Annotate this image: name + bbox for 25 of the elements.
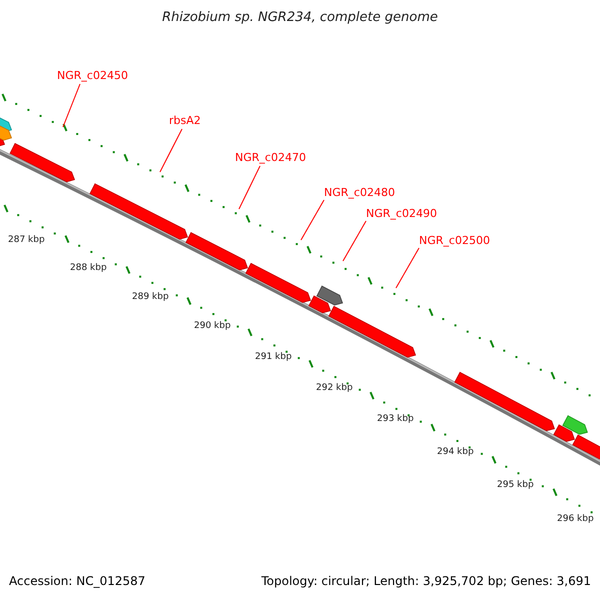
gene-label: NGR_c02470: [235, 151, 306, 164]
leader-line: [160, 128, 182, 172]
leader-line: [300, 200, 324, 240]
gene-label: NGR_c02450: [57, 69, 128, 82]
scale-label: 290 kbp: [194, 321, 231, 331]
gene-label: rbsA2: [169, 114, 201, 127]
leader-line: [396, 248, 420, 288]
scale-label: 291 kbp: [255, 352, 292, 362]
accession-text: Accession: NC_012587: [9, 574, 146, 588]
gene-label: NGR_c02480: [324, 186, 395, 199]
title: Rhizobium sp. NGR234, complete genome: [161, 10, 439, 25]
gene-label: NGR_c02490: [366, 207, 437, 220]
scale-label: 293 kbp: [377, 414, 414, 424]
scale-label: 292 kbp: [316, 383, 353, 393]
genome-info-text: Topology: circular; Length: 3,925,702 bp; Genes: 3,691: [261, 574, 591, 588]
gene-label: NGR_c02500: [419, 234, 490, 247]
scale-label: 296 kbp: [557, 514, 594, 524]
leader-line: [238, 166, 260, 210]
scale-label: 295 kbp: [497, 480, 534, 490]
scale-label: 289 kbp: [132, 292, 169, 302]
leader-line: [62, 84, 80, 128]
leader-line: [342, 220, 366, 262]
scale-label: 294 kbp: [437, 447, 474, 457]
scale-label: 287 kbp: [8, 235, 45, 245]
scale-label: 288 kbp: [70, 263, 107, 273]
